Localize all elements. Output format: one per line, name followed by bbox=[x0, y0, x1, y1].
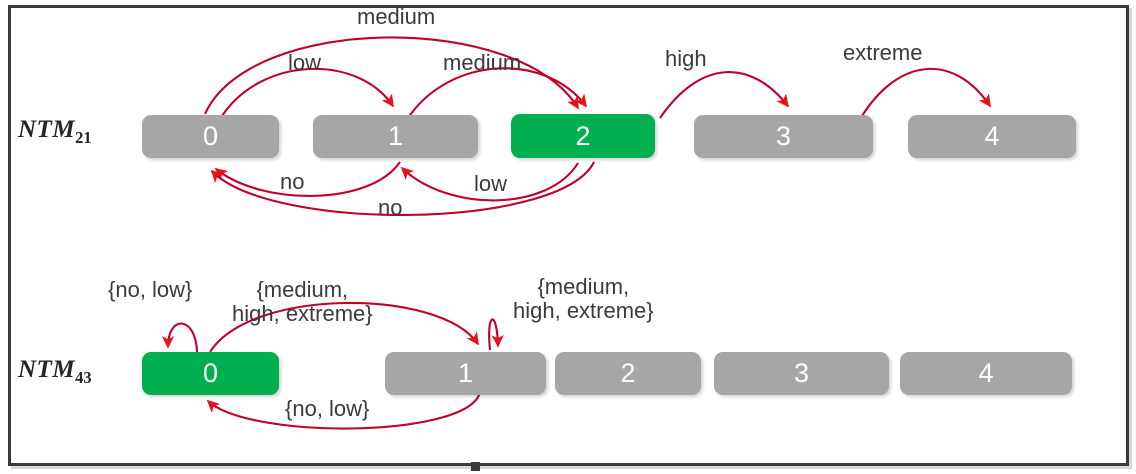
node-label: 2 bbox=[575, 120, 591, 151]
edge-label-r1-2-3: high bbox=[665, 46, 707, 71]
edge-label-r1-3-4: extreme bbox=[843, 40, 923, 65]
node-r2-0[interactable]: 0 bbox=[142, 352, 279, 395]
row-label-ntm21-main: NTM bbox=[18, 116, 76, 143]
edge-r1-2-to-3-high bbox=[659, 71, 790, 119]
node-r2-1[interactable]: 1 bbox=[385, 352, 546, 395]
row-label-ntm21-sub: 21 bbox=[75, 128, 92, 147]
node-label: 1 bbox=[387, 121, 404, 151]
edge-label-r1-2-0: no bbox=[378, 195, 403, 220]
edge-label-r1-2-1: low bbox=[474, 171, 508, 196]
node-label: 4 bbox=[978, 358, 994, 388]
edge-r1-1-to-2-medium bbox=[407, 67, 588, 119]
edge-r2-1-self-medium-high-extreme bbox=[488, 318, 504, 351]
edge-label-r1-0-2: medium bbox=[357, 4, 436, 29]
row-label-ntm43-sub: 43 bbox=[75, 368, 92, 387]
edge-label-r1-1-0: no bbox=[280, 169, 305, 194]
edge-label-r2-1-0: {no, low} bbox=[285, 396, 370, 421]
edge-r1-2-to-1-low bbox=[400, 162, 579, 202]
edge-r2-0-to-1-medium-high-extreme bbox=[209, 301, 479, 353]
edge-label-r2-1-self: {medium, high, extreme} bbox=[513, 274, 654, 323]
node-r2-4[interactable]: 4 bbox=[900, 352, 1072, 395]
node-r1-2[interactable]: 2 bbox=[511, 114, 655, 158]
bottom-edge-marker bbox=[471, 462, 480, 471]
node-label: 2 bbox=[620, 358, 636, 388]
edge-r1-0-to-1-low bbox=[221, 67, 394, 117]
node-label: 3 bbox=[793, 358, 810, 388]
node-label: 3 bbox=[775, 121, 792, 151]
node-r1-0[interactable]: 0 bbox=[142, 115, 279, 158]
edge-r2-1-to-0-no-low bbox=[206, 391, 482, 430]
row-label-ntm43: NTM43 bbox=[18, 356, 92, 388]
node-r1-4[interactable]: 4 bbox=[908, 115, 1076, 158]
node-label: 4 bbox=[984, 121, 1000, 151]
row-label-ntm21: NTM21 bbox=[18, 116, 92, 148]
edge-r2-0-self-no-low bbox=[161, 322, 199, 353]
edge-label-r1-1-2: medium bbox=[443, 50, 522, 75]
node-label: 0 bbox=[202, 121, 219, 151]
node-label: 0 bbox=[202, 358, 219, 388]
row-label-ntm43-main: NTM bbox=[18, 356, 76, 383]
node-r1-3[interactable]: 3 bbox=[694, 115, 873, 158]
edge-label-r2-0-1: {medium, high, extreme} bbox=[232, 277, 373, 326]
node-r2-2[interactable]: 2 bbox=[555, 352, 701, 395]
edge-label-r2-0-self: {no, low} bbox=[108, 277, 193, 302]
edge-label-r1-0-1: low bbox=[288, 50, 322, 75]
node-r1-1[interactable]: 1 bbox=[313, 115, 478, 158]
node-r2-3[interactable]: 3 bbox=[714, 352, 889, 395]
edge-r1-3-to-4-extreme bbox=[861, 67, 991, 117]
node-label: 1 bbox=[457, 358, 474, 388]
edge-r1-2-to-0-no bbox=[210, 161, 595, 216]
edge-r1-1-to-0-no bbox=[214, 161, 401, 197]
